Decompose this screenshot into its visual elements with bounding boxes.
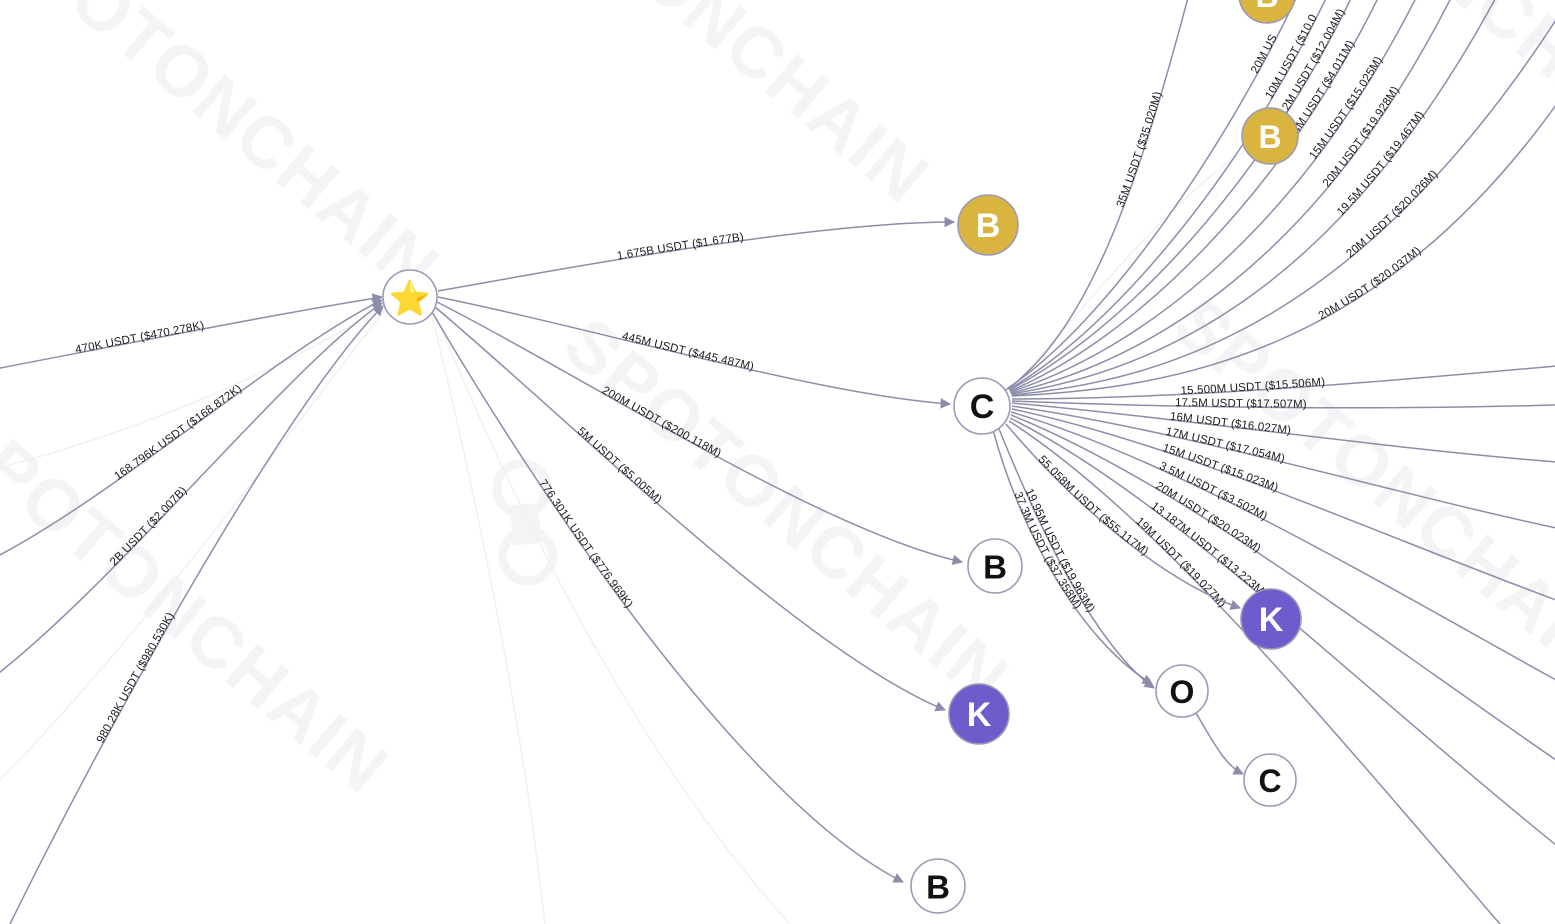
- faint-edge: [1011, 151, 1245, 389]
- edge-label-15m-15025: 15M USDT ($15.025M): [1307, 55, 1385, 162]
- edge-1675b-usdt[interactable]: [437, 216, 956, 292]
- edge-35m-3502-usdt[interactable]: [1010, 411, 1555, 681]
- inbound-edge-group[interactable]: 470K USDT ($470.278K) 168.796K USDT ($16…: [0, 293, 384, 924]
- hub-local-edge-group[interactable]: 55.058M USDT ($55.117M) 37.3M USDT ($37.…: [992, 423, 1244, 775]
- edge-15m-15023-usdt[interactable]: [1011, 408, 1555, 601]
- edge-label-776301k: 776.301K USDT ($776.969K): [536, 478, 634, 611]
- edge-label-2b: 2B USDT ($2.007B): [108, 485, 189, 569]
- edge-200m-usdt[interactable]: [436, 301, 964, 566]
- edge-445m-usdt[interactable]: [437, 296, 952, 409]
- node-label: K: [1259, 601, 1284, 639]
- node-b-top[interactable]: B: [957, 194, 1019, 256]
- edge-label-20m-truncated: 20M US: [1249, 32, 1280, 75]
- node-b-northeast[interactable]: B: [1241, 107, 1299, 165]
- node-label: B: [926, 869, 950, 906]
- node-label: C: [1258, 763, 1281, 799]
- edge-55058m-usdt[interactable]: [1005, 423, 1241, 610]
- edge-776301k-usdt[interactable]: [431, 311, 904, 883]
- edge-1995m-usdt[interactable]: [998, 428, 1155, 689]
- edge-16m-usdt[interactable]: [1011, 402, 1555, 463]
- node-circle[interactable]: [957, 194, 1019, 256]
- node-c-hub[interactable]: C: [953, 377, 1011, 435]
- edge-98028k-usdt[interactable]: [9, 305, 384, 924]
- edge-label-175m: 17.5M USDT ($17.507M): [1175, 397, 1307, 411]
- edge-label-1675b: 1.675B USDT ($1.677B): [616, 231, 745, 262]
- edge-label-35m: 35M USDT ($35.020M): [1115, 90, 1165, 209]
- edge-label-200m: 200M USDT ($200.118M): [600, 385, 723, 461]
- edge-20m-20023-usdt[interactable]: [1010, 414, 1555, 761]
- node-label: K: [967, 696, 992, 734]
- node-group[interactable]: ⭐ B C B K: [382, 0, 1302, 914]
- node-o[interactable]: O: [1155, 664, 1209, 718]
- edge-label-470k: 470K USDT ($470.278K): [74, 320, 205, 357]
- hub-fanout-upper-group[interactable]: 35M USDT ($35.020M) 20M US 10M USDT ($10…: [1005, 0, 1555, 397]
- faint-edge: [0, 304, 386, 469]
- edge-20m-20037-usdt[interactable]: [1011, 105, 1555, 397]
- edge-20m-truncated[interactable]: [1007, 0, 1300, 389]
- edge-175m-usdt[interactable]: [1011, 400, 1555, 409]
- edge-o-to-c[interactable]: [1195, 712, 1244, 775]
- node-c-leaf[interactable]: C: [1243, 753, 1297, 807]
- node-b-mid[interactable]: B: [967, 538, 1023, 594]
- edge-19m-usdt[interactable]: [1008, 420, 1501, 924]
- edge-label-445m: 445M USDT ($445.487M): [621, 331, 755, 374]
- edge-label-20m-20026: 20M USDT ($20.026M): [1344, 168, 1440, 260]
- node-circle[interactable]: [1240, 588, 1302, 650]
- edge-10m-truncated[interactable]: [1008, 0, 1330, 390]
- node-label: O: [1170, 674, 1195, 710]
- edge-195m-usdt[interactable]: [1010, 0, 1500, 395]
- faint-edge-group: [0, 151, 1245, 924]
- node-label: B: [976, 207, 1001, 245]
- edge-label-98028k: 980.28K USDT ($980.530K): [95, 611, 177, 746]
- edge-35m-usdt[interactable]: [1005, 0, 1190, 391]
- node-label: B: [1258, 119, 1281, 155]
- node-circle[interactable]: [953, 377, 1011, 435]
- star-icon: ⭐: [389, 279, 431, 318]
- node-circle[interactable]: [1155, 664, 1209, 718]
- edge-label-15500m: 15.500M USDT ($15.506M): [1180, 376, 1325, 397]
- node-b-offscreen-top[interactable]: B: [1238, 0, 1296, 24]
- node-label: B: [1255, 0, 1278, 14]
- node-label: B: [983, 549, 1007, 586]
- edge-20m-20026-usdt[interactable]: [1011, 20, 1555, 396]
- edge-label-5m: 5M USDT ($5.005M): [575, 425, 664, 506]
- edge-5m-usdt[interactable]: [434, 306, 946, 712]
- faint-edge: [436, 317, 791, 924]
- edge-12m-usdt[interactable]: [1008, 0, 1355, 391]
- node-k-mid[interactable]: K: [948, 683, 1010, 745]
- edge-4m-usdt[interactable]: [1009, 0, 1382, 392]
- node-circle[interactable]: [1238, 0, 1296, 24]
- node-circle[interactable]: [1243, 753, 1297, 807]
- edge-label-20m-20037: 20M USDT ($20.037M): [1317, 245, 1424, 323]
- node-circle[interactable]: [948, 683, 1010, 745]
- edge-373m-usdt[interactable]: [992, 429, 1153, 685]
- edge-168796k-usdt[interactable]: [0, 299, 383, 560]
- node-star-focus[interactable]: ⭐: [382, 269, 438, 325]
- edge-15m-15025-usdt[interactable]: [1009, 0, 1420, 393]
- edge-2b-usdt[interactable]: [0, 302, 383, 680]
- faint-edge: [431, 315, 546, 924]
- edge-470k-usdt[interactable]: [0, 293, 384, 370]
- edge-20m-19928-usdt[interactable]: [1010, 0, 1455, 394]
- node-circle[interactable]: [910, 858, 966, 914]
- faint-edge: [0, 309, 386, 781]
- node-circle[interactable]: [382, 269, 438, 325]
- edge-17m-usdt[interactable]: [1011, 405, 1555, 529]
- edge-15500m-usdt[interactable]: [1011, 365, 1555, 400]
- node-k-northeast[interactable]: K: [1240, 588, 1302, 650]
- edge-label-373m: 37.3M USDT ($37.358M): [1011, 490, 1083, 611]
- node-circle[interactable]: [1241, 107, 1299, 165]
- node-b-bottom[interactable]: B: [910, 858, 966, 914]
- outbound-edge-group[interactable]: 1.675B USDT ($1.677B) 445M USDT ($445.48…: [431, 216, 964, 883]
- edge-label-168796k: 168.796K USDT ($168.872K): [112, 383, 244, 483]
- node-label: C: [970, 388, 995, 426]
- node-circle[interactable]: [967, 538, 1023, 594]
